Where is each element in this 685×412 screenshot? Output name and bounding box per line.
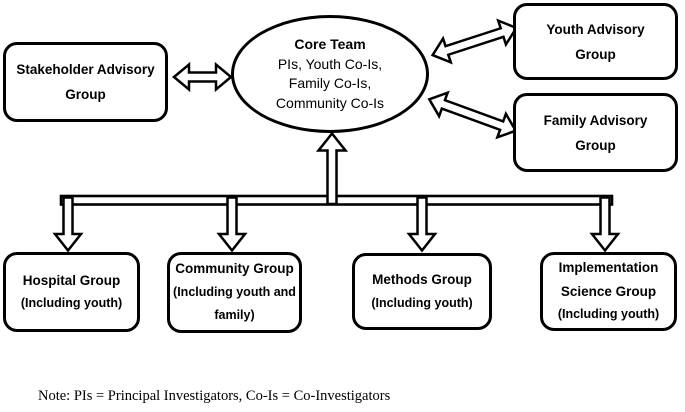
abbreviations-note: Note: PIs = Principal Investigators, Co-… <box>38 388 391 404</box>
bar-community-arrow <box>216 196 248 253</box>
group-label: Hospital Group <box>22 272 121 288</box>
group-label: Group <box>575 46 616 62</box>
group-label: Youth Advisory <box>546 21 645 37</box>
core-team-line: PIs, Youth Co-Is, <box>277 55 383 72</box>
core-team-node: Core Team PIs, Youth Co-Is, Family Co-Is… <box>231 15 429 133</box>
group-sublabel: (Including youth) <box>557 307 660 322</box>
group-label: Group <box>575 137 616 153</box>
group-label: Science Group <box>560 283 657 299</box>
community-group-node: Community Group (Including youth and fam… <box>167 252 302 333</box>
group-label: Methods Group <box>372 272 472 287</box>
stakeholder-core-arrow <box>172 61 233 93</box>
group-label: Stakeholder Advisory <box>16 62 155 77</box>
youth-advisory-group-node: Youth Advisory Group <box>513 3 678 80</box>
group-sublabel: (Including youth) <box>371 295 473 310</box>
group-sublabel: family) <box>214 308 255 323</box>
group-sublabel: (Including youth and <box>173 284 296 299</box>
group-label: Group <box>65 87 106 102</box>
stakeholder-advisory-group-node: Stakeholder Advisory Group <box>3 42 168 122</box>
group-sublabel: (Including youth) <box>20 296 123 310</box>
implementation-science-group-node: Implementation Science Group (Including … <box>540 252 677 331</box>
bar-methods-arrow <box>406 196 438 253</box>
group-label: Community Group <box>175 261 294 277</box>
bar-core-arrow <box>315 131 349 206</box>
core-team-line: Community Co-Is <box>275 94 385 111</box>
core-team-line: Family Co-Is, <box>288 75 372 91</box>
group-label: Family Advisory <box>543 112 648 128</box>
core-family-arrow <box>427 90 518 140</box>
family-advisory-group-node: Family Advisory Group <box>513 93 678 172</box>
hospital-group-node: Hospital Group (Including youth) <box>3 252 140 332</box>
core-team-title: Core Team <box>294 36 366 52</box>
core-youth-arrow <box>430 18 519 65</box>
group-label: Implementation <box>558 260 659 276</box>
bar-hospital-arrow <box>52 196 84 253</box>
bar-implementation-arrow <box>589 196 621 253</box>
methods-group-node: Methods Group (Including youth) <box>352 253 492 330</box>
